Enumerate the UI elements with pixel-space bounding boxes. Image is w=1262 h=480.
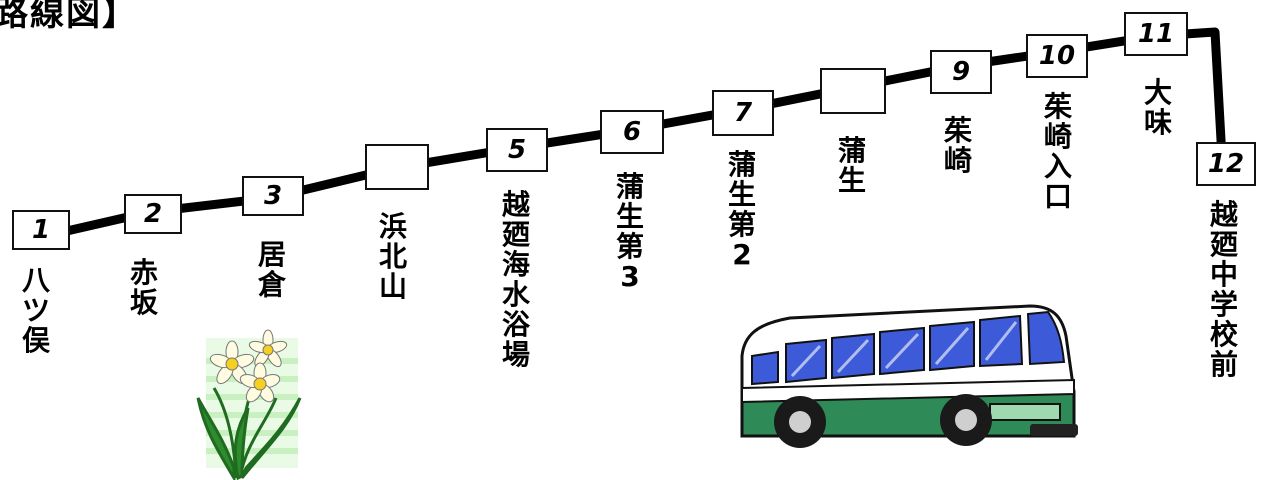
stop-name-12: 越廼中学校前	[1206, 200, 1242, 380]
stop-name-char: 山	[378, 270, 407, 303]
stop-number-box-8	[820, 68, 886, 114]
stop-name-4: 浜北山	[375, 212, 411, 302]
bus-window-glare	[790, 321, 1018, 378]
stop-name-char: 越	[501, 188, 530, 221]
daffodil-blooms	[209, 329, 288, 403]
stop-number-3: 3	[263, 181, 283, 211]
stop-number-box-4	[365, 144, 429, 190]
stop-number-box-9: 9	[930, 50, 992, 94]
stop-name-char: 中	[1209, 258, 1238, 291]
stop-name-char: 崎	[943, 144, 972, 177]
stop-name-char: 第	[727, 208, 756, 241]
stop-number-2: 2	[143, 199, 163, 229]
stop-name-char: 俣	[21, 324, 50, 357]
stop-name-char: 前	[1209, 348, 1238, 381]
stop-name-char: 茱	[1043, 90, 1072, 123]
stop-number-10: 10	[1038, 41, 1076, 71]
stop-name-char: 蒲	[615, 170, 644, 203]
stop-name-char: 八	[21, 264, 50, 297]
stop-name-char: ツ	[21, 294, 50, 327]
stop-number-box-7: 7	[712, 90, 774, 136]
stop-name-5: 越廼海水浴場	[498, 190, 534, 370]
stop-name-3: 居倉	[254, 240, 290, 300]
stop-name-char: 口	[1043, 180, 1072, 213]
stop-number-11: 11	[1137, 19, 1175, 49]
stop-name-char: 味	[1143, 106, 1172, 139]
stop-name-char: 場	[501, 338, 530, 371]
stop-number-6: 6	[622, 117, 642, 147]
stop-number-box-6: 6	[600, 110, 664, 154]
stop-name-char: 生	[615, 200, 644, 233]
stop-name-char: 浴	[501, 308, 530, 341]
stop-number-1: 1	[31, 215, 51, 245]
stop-number-box-2: 2	[124, 194, 182, 234]
stop-name-9: 茱崎	[940, 116, 976, 176]
stop-name-10: 茱崎入口	[1040, 92, 1076, 212]
daffodil-flower-picture	[196, 329, 302, 480]
stop-name-char: 越	[1209, 198, 1238, 231]
stop-name-2: 赤坂	[126, 258, 162, 318]
stop-number-box-10: 10	[1026, 34, 1088, 78]
stop-name-8: 蒲生	[834, 136, 870, 196]
stop-name-char: 坂	[129, 286, 158, 319]
stop-name-1: 八ツ俣	[18, 266, 54, 356]
stop-name-char: 3	[620, 260, 640, 293]
stop-name-char: 生	[727, 178, 756, 211]
stop-number-5: 5	[507, 135, 527, 165]
bus-picture	[740, 304, 1078, 448]
stop-name-char: 廼	[1209, 228, 1238, 261]
stop-name-char: 赤	[129, 256, 158, 289]
stop-name-char: 廼	[501, 218, 530, 251]
stop-name-11: 大味	[1140, 78, 1176, 138]
stop-name-char: 浜	[378, 210, 407, 243]
stop-name-char: 入	[1043, 150, 1072, 183]
stop-name-char: 北	[378, 240, 407, 273]
stop-name-char: 学	[1209, 288, 1238, 321]
stop-name-char: 2	[732, 238, 752, 271]
stop-number-7: 7	[733, 98, 753, 128]
stop-number-box-5: 5	[486, 128, 548, 172]
daffodil-stems	[196, 377, 302, 480]
stop-number-box-3: 3	[242, 176, 304, 216]
stop-name-char: 第	[615, 230, 644, 263]
stop-name-char: 水	[501, 278, 530, 311]
stop-number-box-12: 12	[1196, 142, 1256, 186]
stop-number-box-1: 1	[12, 210, 70, 250]
stop-number-box-11: 11	[1124, 12, 1188, 56]
bus-wheels	[774, 394, 992, 448]
stop-name-char: 大	[1143, 76, 1172, 109]
stop-name-char: 生	[837, 164, 866, 197]
page-title: 路線図】	[0, 0, 138, 34]
stop-name-char: 蒲	[727, 148, 756, 181]
stop-name-char: 海	[501, 248, 530, 281]
stop-name-char: 茱	[943, 114, 972, 147]
stop-name-char: 校	[1209, 318, 1238, 351]
stop-number-12: 12	[1207, 149, 1245, 179]
stop-number-9: 9	[951, 57, 971, 87]
stop-name-char: 崎	[1043, 120, 1072, 153]
stop-name-char: 倉	[257, 268, 286, 301]
stop-name-char: 居	[257, 238, 286, 271]
stop-name-char: 蒲	[837, 134, 866, 167]
